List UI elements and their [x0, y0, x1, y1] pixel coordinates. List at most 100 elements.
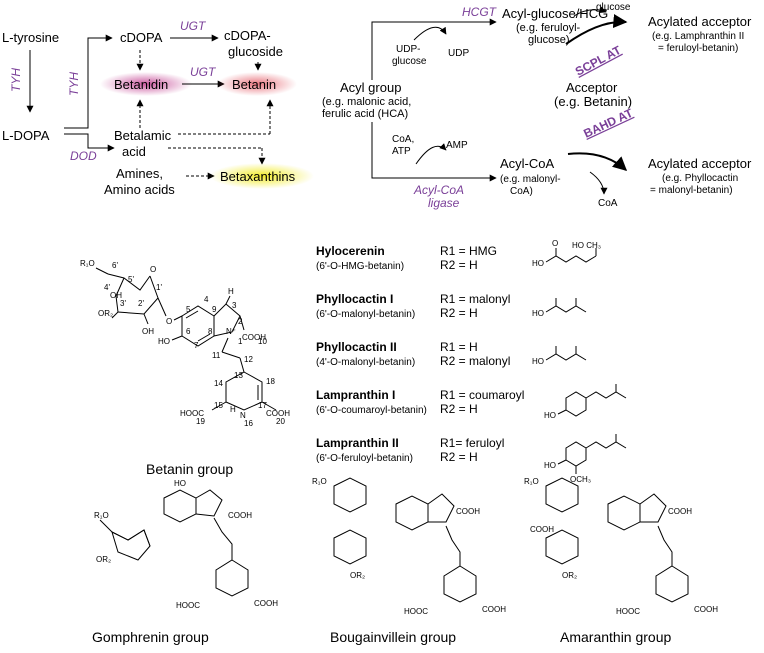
- hmg-chain: [545, 255, 597, 263]
- glucose-label: glucose: [596, 2, 631, 13]
- dihydropyridine-ring: [225, 371, 263, 411]
- atom-number-7: 7: [194, 341, 199, 350]
- atom-number-13: 13: [234, 371, 243, 380]
- sugar-bond: [107, 273, 151, 291]
- compound-name: Lampranthin I: [316, 388, 395, 402]
- compound-row: Lampranthin I(6'-O-coumaroyl-betanin)R1 …: [316, 388, 524, 416]
- bougainvillein-structure: [333, 477, 477, 603]
- gomphrenin-indoline: [195, 489, 223, 517]
- betanin-group-caption: Betanin group: [146, 461, 233, 477]
- compound-r2: R2 = H: [440, 450, 478, 464]
- l-dopa-label: L-DOPA: [2, 128, 50, 143]
- linker-bond-3: [239, 357, 245, 373]
- betanin-label: Betanin: [232, 77, 276, 92]
- hmg-o-label: O: [552, 239, 558, 248]
- coa-atp-line2: ATP: [392, 146, 411, 157]
- feruloyl-oh-bond: [557, 459, 567, 465]
- acylated-acceptor-1-line3: = feruloyl-betanin): [658, 43, 738, 54]
- amaranthin-cooh-2: COOH: [668, 507, 692, 516]
- acyl-glucose-line1: Acyl-glucose/HCG: [502, 6, 608, 21]
- compound-table: Hylocerenin (6'-O-HMG-betanin) R1 = HMG R2 …: [316, 244, 524, 464]
- ugt-enzyme-label-1: UGT: [180, 19, 207, 33]
- sugar-oh-bond: [143, 313, 149, 325]
- r1o-bond: [95, 267, 109, 275]
- bahd-at-enzyme-label: BAHD AT: [581, 105, 635, 140]
- atom-numbers: 6' 5' 4' 3' 2' 1' 5 4 3 9 2 6 7 8 1 10 1…: [104, 261, 285, 428]
- betalamic-acid-line2: acid: [122, 144, 146, 159]
- amaranthin-labels: R₁O COOH OR₂ COOH HOOC COOH: [524, 477, 718, 616]
- bougainvillein-sugar-ring-2: [333, 529, 367, 565]
- r1o-label: R₁O: [80, 259, 95, 268]
- coa-release-arrow: [589, 171, 608, 195]
- bougainvillein-cooh: COOH: [456, 507, 480, 516]
- gomphrenin-structure: [99, 489, 249, 597]
- gomphrenin-sugar-ring: [111, 529, 151, 561]
- tyh-enzyme-label-1: TYH: [9, 68, 23, 92]
- amp-curved-arrow: [415, 143, 447, 165]
- c15-cooh-bond: [211, 401, 227, 411]
- bougainvillein-indoline: [427, 493, 455, 523]
- aryl-ho-label: HO: [158, 337, 170, 346]
- compound-r2: R2 = malonyl: [440, 354, 510, 368]
- acyl-group-line3: ferulic acid (HCA): [322, 108, 408, 120]
- coa-atp-line1: CoA,: [392, 134, 414, 145]
- compound-subname: (4'-O-malonyl-betanin): [316, 357, 415, 368]
- compound-row: Hylocerenin(6'-O-HMG-betanin)R1 = HMGR2 …: [316, 244, 497, 272]
- udp-glucose-line1: UDP-: [396, 44, 420, 55]
- acylation-scheme: HCGT UDP- glucose UDP Acyl-glucose/HCG (…: [322, 2, 752, 210]
- substituent-labels: HO CH₃ HO O HO HO HO HO OCH₃: [532, 239, 601, 484]
- acyl-coa-ligase-arrow: [371, 122, 497, 182]
- bougainvillein-dihydropyridine: [443, 565, 477, 603]
- compound-r1: R1= feruloyl: [440, 436, 504, 450]
- aromatic-double-bond-2: [197, 333, 211, 342]
- glycosidic-o-label: O: [166, 317, 172, 326]
- c2-h-label: H: [228, 287, 234, 296]
- linker-bond-1: [221, 337, 229, 353]
- atom-number-17: 17: [258, 401, 267, 410]
- atom-number-3: 3: [232, 301, 237, 310]
- amaranthin-cooh: COOH: [530, 525, 554, 534]
- compound-r2: R2 = H: [440, 402, 478, 416]
- compound-name: Hylocerenin: [316, 244, 385, 258]
- amines-line2: Amino acids: [104, 182, 175, 197]
- betanidin-highlight: [100, 72, 192, 96]
- cdopa-label: cDOPA: [120, 30, 163, 45]
- gomphrenin-hooc: HOOC: [176, 601, 200, 610]
- amines-line1: Amines,: [116, 166, 163, 181]
- acceptor-line1: Acceptor: [566, 80, 618, 95]
- atom-number-4p: 4': [104, 283, 110, 292]
- atom-number-10: 10: [258, 337, 267, 346]
- substituent-structures: [545, 248, 627, 474]
- gomphrenin-group-caption: Gomphrenin group: [92, 629, 209, 645]
- udp-label: UDP: [448, 48, 469, 59]
- gomphrenin-labels: R₁O OR₂ HO COOH HOOC COOH: [94, 479, 278, 610]
- bougainvillein-hooc: HOOC: [404, 607, 428, 616]
- gomphrenin-dihydropyridine: [215, 559, 249, 597]
- dod-enzyme-label: DOD: [70, 149, 97, 163]
- aryl-o-bond: [173, 315, 183, 321]
- c20-cooh-label: COOH: [266, 409, 290, 418]
- acyl-coa-line3: CoA): [510, 186, 533, 197]
- feruloyl-ho-label: HO: [544, 461, 556, 470]
- acylated-acceptor-2-line2: (e.g. Phyllocactin: [662, 173, 738, 184]
- compound-name: Lampranthin II: [316, 436, 399, 450]
- nplus-label: N⁺: [226, 327, 236, 336]
- atom-number-5: 5: [186, 305, 191, 314]
- compound-r1: R1 = HMG: [440, 244, 497, 258]
- atom-number-16: 16: [244, 419, 253, 428]
- bougainvillein-sugar-ring-1: [333, 477, 367, 513]
- compound-subname: (6'-O-HMG-betanin): [316, 261, 404, 272]
- atom-number-15: 15: [214, 401, 223, 410]
- feruloyl-chain: [585, 441, 627, 449]
- sugar-ring: [115, 275, 159, 315]
- or2-bond: [111, 311, 119, 319]
- cdopa-glucoside-line2: glucoside: [228, 44, 283, 59]
- betanin-highlight: [217, 72, 297, 96]
- compound-r1: R1 = H: [440, 340, 478, 354]
- amaranthin-structure: [545, 477, 689, 603]
- malonyl-2-ho-label: HO: [532, 357, 544, 366]
- compound-row: Phyllocactin I(6'-O-malonyl-betanin)R1 =…: [316, 292, 510, 320]
- malonyl-chain-2: [545, 353, 587, 361]
- betalamic-acid-line1: Betalamic: [114, 128, 172, 143]
